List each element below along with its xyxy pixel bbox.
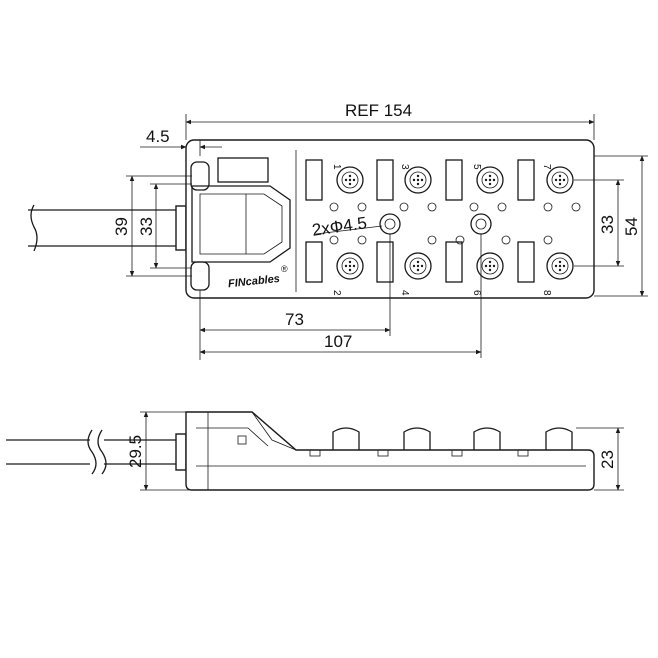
dimension-4-5: 4.5 bbox=[140, 127, 222, 156]
port-number: 5 bbox=[471, 164, 482, 170]
dimension-23: 23 bbox=[576, 427, 624, 491]
dimension-54: 54 bbox=[594, 155, 648, 297]
registered-mark: ® bbox=[281, 264, 288, 274]
dim-4-5: 4.5 bbox=[146, 127, 170, 146]
dimension-107: 107 bbox=[199, 234, 482, 358]
top-view: FINcables ® bbox=[28, 101, 648, 360]
brand-logo: FINcables bbox=[227, 273, 280, 290]
port-number: 1 bbox=[331, 164, 342, 170]
dimension-39: 39 bbox=[112, 175, 192, 277]
dimension-33-right: 33 bbox=[574, 179, 624, 267]
dim-33-right: 33 bbox=[598, 215, 617, 234]
port-number: 3 bbox=[399, 164, 410, 170]
port-numbers: 1 2 3 4 5 6 7 8 bbox=[331, 164, 552, 296]
cable-side bbox=[6, 429, 187, 475]
side-connectors bbox=[332, 427, 573, 450]
port-number: 8 bbox=[541, 290, 552, 296]
dim-73: 73 bbox=[285, 310, 304, 329]
dimension-73: 73 bbox=[199, 234, 391, 360]
dim-33-left: 33 bbox=[137, 217, 156, 236]
dim-39: 39 bbox=[112, 217, 131, 236]
dimension-29-5: 29.5 bbox=[126, 411, 192, 491]
port-number: 2 bbox=[331, 290, 342, 296]
side-view: 29.5 23 bbox=[6, 411, 624, 491]
dim-107: 107 bbox=[324, 332, 352, 351]
side-tabs bbox=[237, 435, 529, 457]
status-leds bbox=[329, 202, 581, 245]
port-ribs bbox=[305, 159, 535, 283]
cable-top bbox=[28, 204, 187, 252]
dim-29-5: 29.5 bbox=[126, 435, 145, 468]
port-number: 4 bbox=[399, 290, 410, 296]
port-number: 6 bbox=[471, 290, 482, 296]
dimension-33-left: 33 bbox=[137, 183, 192, 269]
port-number: 7 bbox=[541, 164, 552, 170]
dimension-ref-154: REF 154 bbox=[185, 101, 595, 140]
dim-23: 23 bbox=[598, 450, 617, 469]
dim-54: 54 bbox=[622, 217, 641, 236]
dim-ref-154: REF 154 bbox=[345, 101, 412, 120]
module-body-side bbox=[185, 411, 595, 491]
